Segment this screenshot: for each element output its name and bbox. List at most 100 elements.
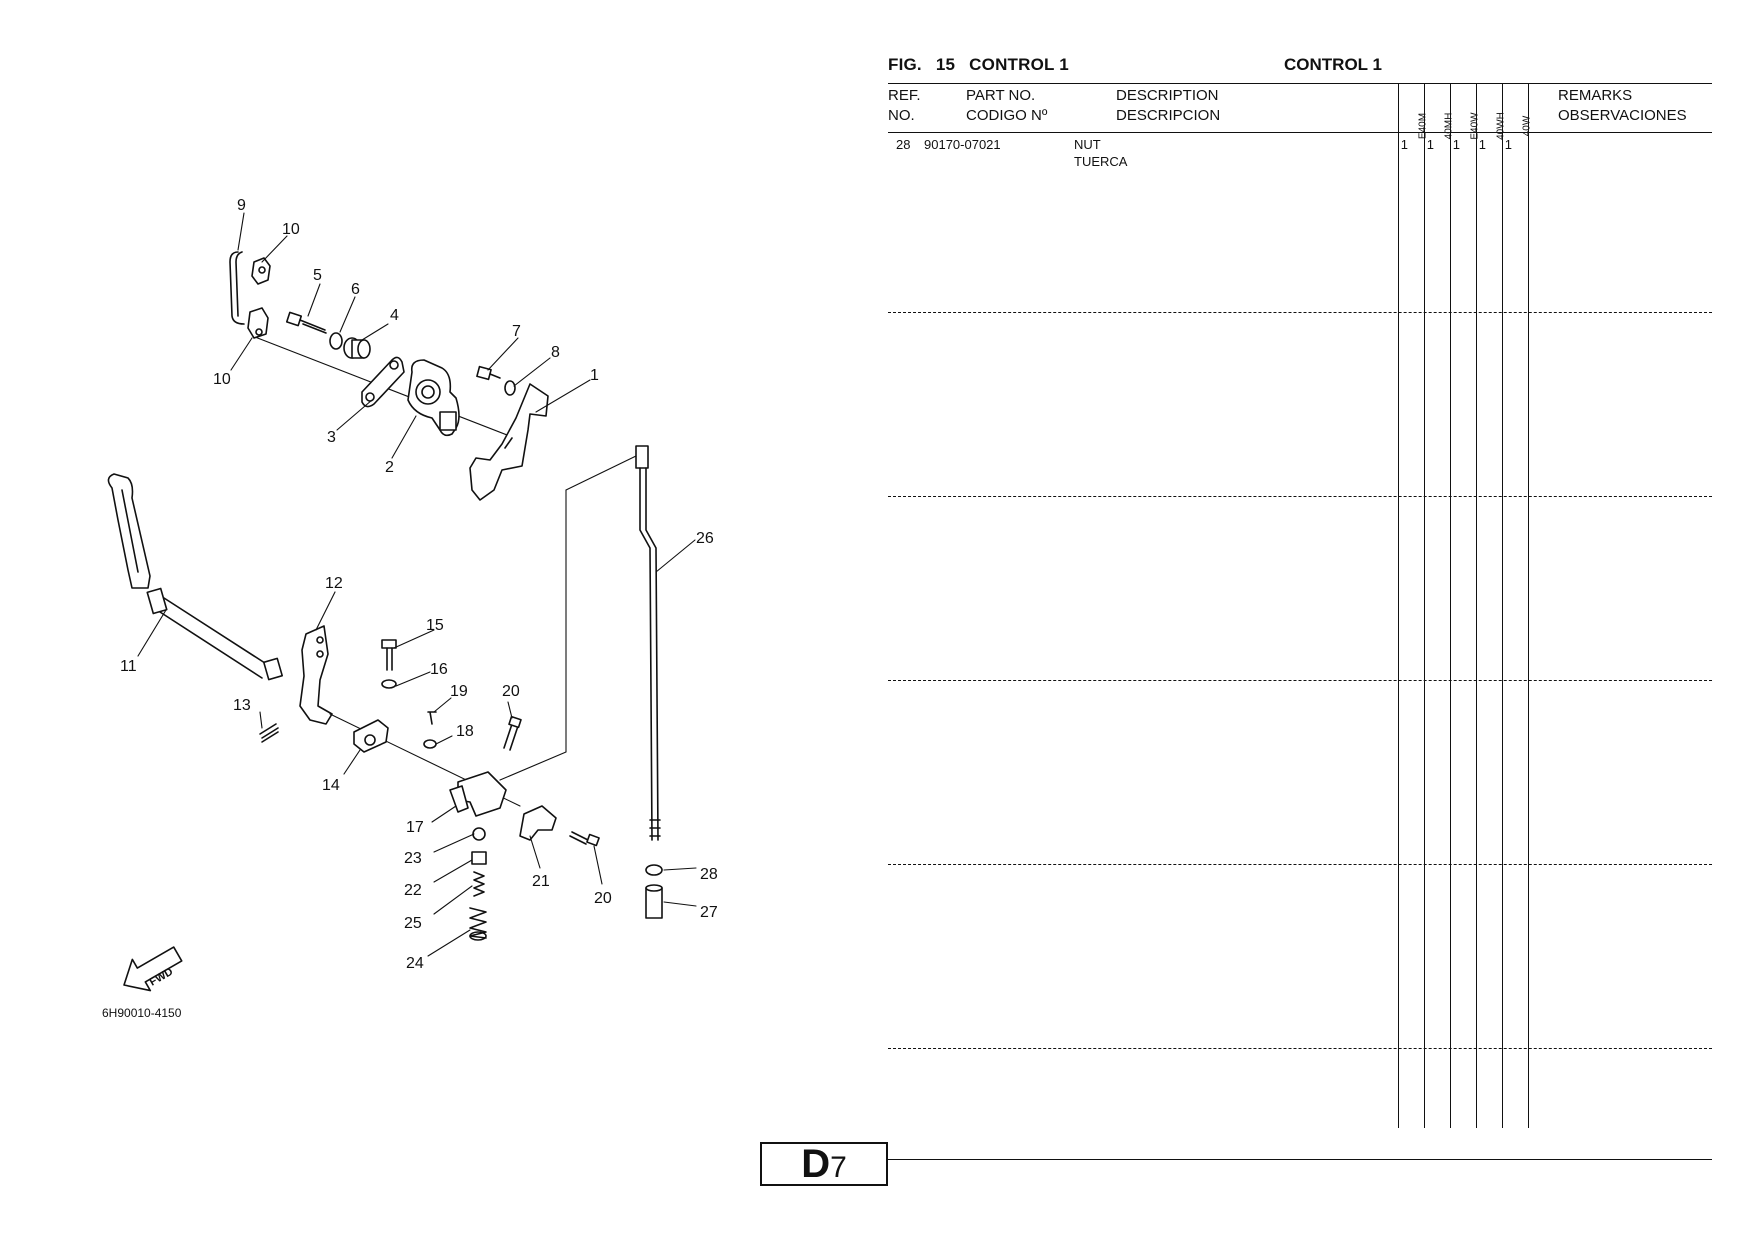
row-qty-40mh: 1 xyxy=(1426,137,1434,152)
col-model-40wh: 40WH xyxy=(1495,112,1507,140)
section-number: 7 xyxy=(830,1151,847,1184)
row-qty-e40m: 1 xyxy=(1400,137,1408,152)
callout-9: 9 xyxy=(237,197,246,214)
callout-28: 28 xyxy=(700,866,718,883)
col-divider-5 xyxy=(1502,84,1503,1128)
col-divider-6 xyxy=(1528,84,1529,1128)
part-14-joint xyxy=(353,719,389,753)
part-11-shift-lever xyxy=(107,473,284,681)
part-7-bolt xyxy=(476,365,501,381)
part-10-clip-lower xyxy=(247,307,269,339)
fig-number: 15 xyxy=(935,55,956,74)
callout-2: 2 xyxy=(385,459,394,476)
part-19-screw xyxy=(427,711,437,725)
callout-24: 24 xyxy=(406,955,424,972)
col-divider-3 xyxy=(1450,84,1451,1128)
row-divider-2 xyxy=(888,496,1712,497)
row-description-en: NUT xyxy=(1074,137,1101,152)
part-28-nut xyxy=(645,864,663,876)
callout-8: 8 xyxy=(551,344,560,361)
connector-line-block xyxy=(499,751,567,781)
callout-20-upper: 20 xyxy=(502,683,520,700)
part-17-detent-block xyxy=(449,771,507,817)
part-21-lever xyxy=(519,805,557,841)
header-bottom-rule xyxy=(888,132,1712,133)
part-12-lever-arm xyxy=(299,625,333,725)
part-25-spring xyxy=(473,871,485,897)
callout-5: 5 xyxy=(313,267,322,284)
callout-26: 26 xyxy=(696,530,714,547)
col-divider-1 xyxy=(1398,84,1399,1128)
row-divider-5 xyxy=(888,1048,1712,1049)
header-top-rule xyxy=(888,83,1712,84)
part-9-rod xyxy=(229,251,245,325)
fig-title: CONTROL 1 xyxy=(969,55,1069,74)
callout-10-upper: 10 xyxy=(282,221,300,238)
callout-23: 23 xyxy=(404,850,422,867)
page-section-badge: D7 xyxy=(760,1142,888,1186)
exploded-parts-diagram: 9 10 10 5 6 4 3 2 7 8 1 11 12 13 14 15 1… xyxy=(102,197,718,1020)
part-20-screw-lower xyxy=(569,831,600,847)
callout-4: 4 xyxy=(390,307,399,324)
callout-27: 27 xyxy=(700,904,718,921)
callout-13: 13 xyxy=(233,697,251,714)
row-qty-40wh: 1 xyxy=(1478,137,1486,152)
callout-10-lower: 10 xyxy=(213,371,231,388)
figure-title: FIG. 15 CONTROL 1 xyxy=(888,55,1083,75)
part-22-plunger xyxy=(471,851,487,865)
callout-3: 3 xyxy=(327,429,336,446)
callout-19: 19 xyxy=(450,683,468,700)
part-5-bolt xyxy=(285,311,327,334)
figure-title-es: CONTROL 1 xyxy=(1284,55,1382,74)
fwd-arrow-icon xyxy=(123,946,183,992)
col-remarks: REMARKS OBSERVACIONES xyxy=(1558,87,1687,124)
col-model-40mh: 40MH xyxy=(1443,112,1455,140)
connector-line-rod xyxy=(565,455,637,491)
callout-7: 7 xyxy=(512,323,521,340)
callout-22: 22 xyxy=(404,882,422,899)
row-part-no: 90170-07021 xyxy=(924,137,1001,152)
part-8-washer xyxy=(504,380,516,396)
part-4-collar xyxy=(343,337,371,359)
part-18-washer xyxy=(423,739,437,749)
callout-17: 17 xyxy=(406,819,424,836)
callout-18: 18 xyxy=(456,723,474,740)
part-24-spring xyxy=(469,907,487,941)
callout-6: 6 xyxy=(351,281,360,298)
fig-label: FIG. xyxy=(888,55,922,74)
part-20-screw-upper xyxy=(503,715,522,751)
col-divider-2 xyxy=(1424,84,1425,1128)
callout-1: 1 xyxy=(590,367,599,384)
part-26-rod xyxy=(635,445,661,841)
callout-11: 11 xyxy=(120,658,137,675)
col-model-40w: 40W xyxy=(1521,115,1533,137)
part-3-lever-plate xyxy=(361,356,405,408)
part-23-ball xyxy=(472,827,486,841)
part-13-pin xyxy=(259,723,279,743)
row-divider-1 xyxy=(888,312,1712,313)
drawing-code: 6H90010-4150 xyxy=(102,1006,182,1020)
part-27-sleeve xyxy=(645,884,663,919)
part-10-clip-upper xyxy=(251,257,271,285)
col-part-no: PART NO. CODIGO Nº xyxy=(966,87,1048,124)
row-divider-3 xyxy=(888,680,1712,681)
col-model-e40w: E40W xyxy=(1469,112,1481,140)
section-letter: D xyxy=(801,1142,831,1186)
part-16-washer xyxy=(381,679,397,689)
parts-list: FIG. 15 CONTROL 1 CONTROL 1 REF. NO. PART … xyxy=(888,50,1712,1160)
col-description: DESCRIPTION DESCRIPCION xyxy=(1116,87,1221,124)
table-row: 28 90170-07021 NUT TUERCA 1 1 1 1 1 xyxy=(888,136,1712,172)
part-15-bolt xyxy=(381,639,397,671)
row-qty-40w: 1 xyxy=(1504,137,1512,152)
callout-25: 25 xyxy=(404,915,422,932)
row-description: NUT TUERCA xyxy=(1074,136,1127,170)
row-divider-4 xyxy=(888,864,1712,865)
row-qty-e40w: 1 xyxy=(1452,137,1460,152)
col-divider-4 xyxy=(1476,84,1477,1128)
callout-14: 14 xyxy=(322,777,340,794)
callout-15: 15 xyxy=(426,617,444,634)
col-ref: REF. NO. xyxy=(888,87,921,124)
part-2-cam-housing xyxy=(407,359,460,437)
row-description-es: TUERCA xyxy=(1074,154,1128,169)
callout-16: 16 xyxy=(430,661,448,678)
